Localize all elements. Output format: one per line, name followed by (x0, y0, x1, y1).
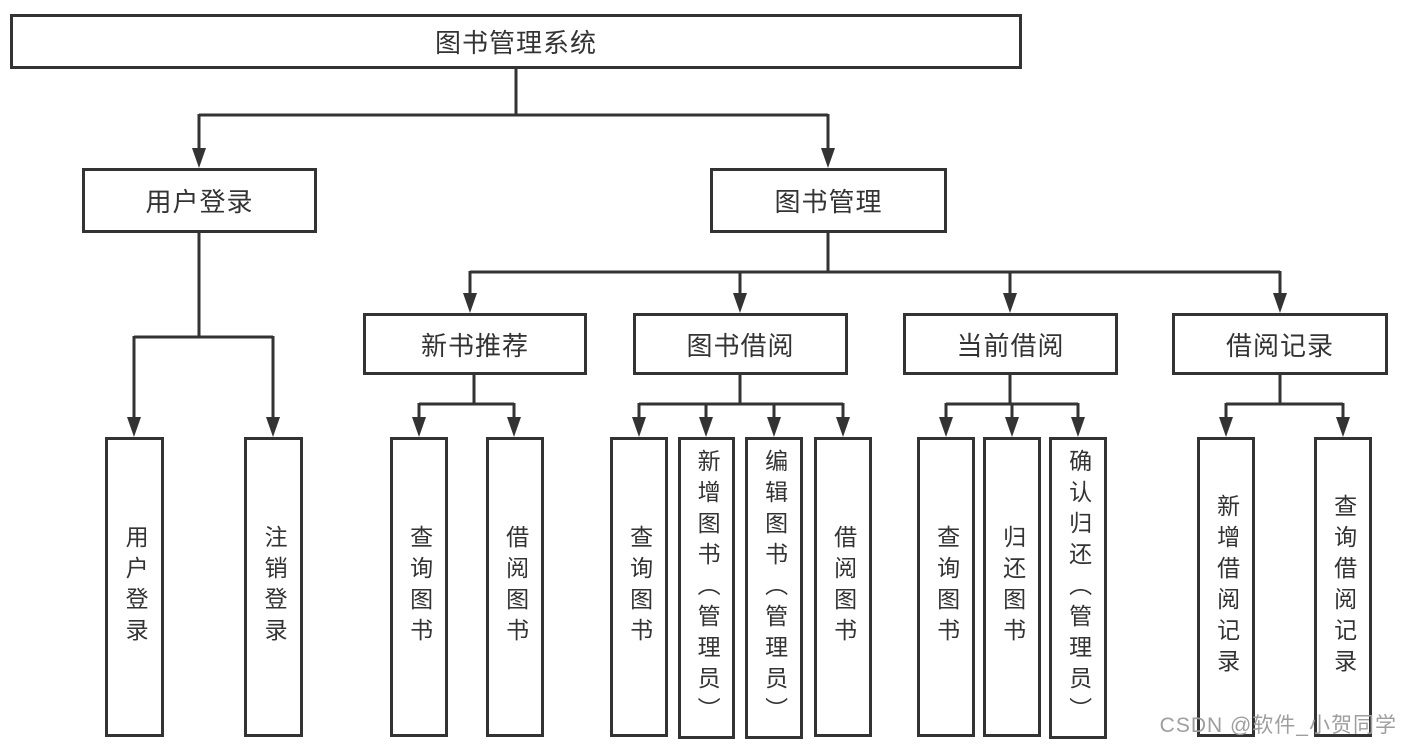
node-label: 用户登录 (145, 187, 254, 217)
connector-book-management-to-level3 (468, 233, 1282, 296)
node-label: 用户登录 (122, 525, 149, 649)
node-borrowing-records: 借阅记录 (1172, 313, 1388, 375)
node-label: 查询图书 (626, 525, 653, 649)
node-label: 图书管理 (774, 187, 883, 217)
arrowhead-icon (266, 417, 280, 437)
node-label: 新增图书（管理员） (694, 448, 721, 728)
arrowhead-icon (699, 417, 713, 437)
arrowhead-icon (412, 417, 426, 437)
node-label: 新书推荐 (420, 330, 529, 361)
arrowhead-icon (1336, 417, 1350, 437)
leaf-add-books-admin: 新增图书（管理员） (678, 437, 735, 739)
node-label: 编辑图书（管理员） (761, 448, 788, 728)
leaf-user-login: 用户登录 (105, 437, 164, 737)
connector-current-borrowing-to-leaves (944, 375, 1080, 420)
leaf-query-borrow-record: 查询借阅记录 (1314, 437, 1372, 737)
leaf-logout: 注销登录 (244, 437, 303, 737)
connector-borrowing-records-to-leaves (1224, 375, 1345, 420)
node-label: 借阅记录 (1225, 330, 1334, 361)
node-label: 图书管理系统 (434, 28, 597, 58)
node-label: 图书借阅 (686, 330, 795, 361)
leaf-current-query-books: 查询图书 (917, 437, 975, 737)
node-label: 注销登录 (261, 525, 288, 649)
arrowhead-icon (1273, 293, 1287, 313)
leaf-edit-books-admin: 编辑图书（管理员） (745, 437, 803, 739)
leaf-confirm-return-admin: 确认归还（管理员） (1049, 437, 1107, 739)
node-new-book-recommend: 新书推荐 (363, 313, 587, 375)
connector-book-borrowing-to-leaves (637, 375, 845, 420)
connector-new-book-recommend-to-leaves (417, 375, 516, 420)
arrowhead-icon (767, 417, 781, 437)
arrowhead-icon (1005, 417, 1019, 437)
leaf-recommend-borrow-books: 借阅图书 (486, 437, 544, 737)
node-current-borrowing: 当前借阅 (903, 313, 1118, 375)
csdn-watermark: CSDN @软件_小贺同学 (1159, 714, 1397, 737)
connector-user-login-to-leaves (132, 233, 275, 420)
node-label: 查询图书 (406, 525, 433, 649)
node-label: 借阅图书 (502, 525, 529, 649)
leaf-borrowing-borrow-books: 借阅图书 (814, 437, 872, 737)
leaf-return-books: 归还图书 (983, 437, 1041, 737)
node-label: 查询图书 (933, 525, 960, 649)
node-label: 查询借阅记录 (1330, 494, 1357, 680)
arrowhead-icon (632, 417, 646, 437)
arrowhead-icon (821, 148, 835, 168)
node-book-borrowing: 图书借阅 (633, 313, 848, 375)
connector-root-to-level2 (197, 69, 830, 152)
node-label: 归还图书 (999, 525, 1026, 649)
arrowhead-icon (463, 293, 477, 313)
arrowhead-icon (1003, 293, 1017, 313)
arrowhead-icon (507, 417, 521, 437)
arrowhead-icon (192, 148, 206, 168)
arrowhead-icon (939, 417, 953, 437)
arrowhead-icon (127, 417, 141, 437)
node-book-management: 图书管理 (710, 168, 947, 233)
arrowhead-icon (1071, 417, 1085, 437)
arrowhead-icon (836, 417, 850, 437)
leaf-recommend-query-books: 查询图书 (390, 437, 448, 737)
node-label: 新增借阅记录 (1213, 494, 1240, 680)
node-label: 借阅图书 (830, 525, 857, 649)
leaf-add-borrow-record: 新增借阅记录 (1197, 437, 1255, 737)
node-label: 当前借阅 (956, 330, 1065, 361)
arrowhead-icon (1219, 417, 1233, 437)
node-label: 确认归还（管理员） (1065, 448, 1092, 728)
node-user-login: 用户登录 (82, 168, 317, 233)
leaf-borrowing-query-books: 查询图书 (610, 437, 668, 737)
arrowhead-icon (733, 293, 747, 313)
node-root-system: 图书管理系统 (10, 14, 1022, 69)
